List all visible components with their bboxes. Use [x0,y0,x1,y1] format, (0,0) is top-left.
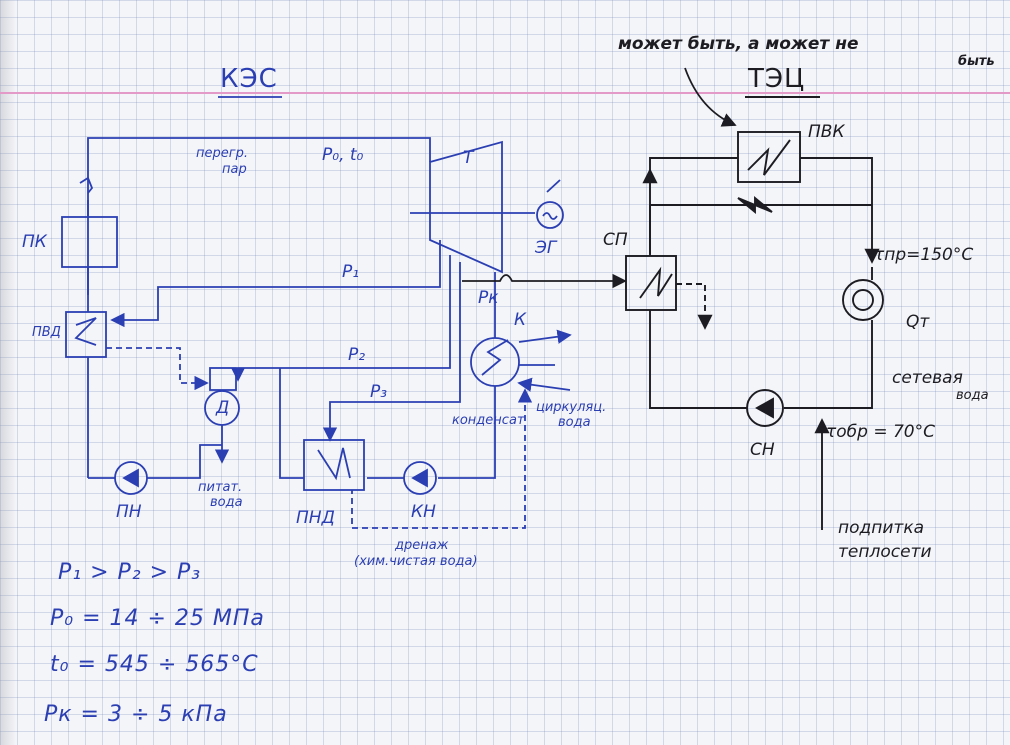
formula-t0: t₀ = 545 ÷ 565°С [50,652,259,677]
feed-water-label: питат. [198,480,243,495]
k-label: К [514,310,527,330]
kes-scheme [61,96,572,529]
supply-temp-label: τпр=150°С [874,245,974,265]
cooling-water-label: циркуляц. [536,400,607,415]
heat-consumer [842,279,884,321]
makeup-label-2: теплосети [838,542,932,562]
main-steam-line [87,137,431,295]
boiler-pk [61,216,118,268]
cooling-water-in [517,377,571,392]
superheated-steam-label-2: пар [222,162,247,177]
pvd-label: ПВД [32,325,61,340]
generator-sine [542,212,558,220]
condensate-label: конденсат [452,413,525,428]
deaerator-label: Д [216,398,230,418]
pn-label: ПН [116,502,142,522]
formula-p0: P₀ = 14 ÷ 25 МПа [50,606,265,631]
formula-pk: Pк = 3 ÷ 5 кПа [44,702,228,727]
makeup-label: подпитка [838,518,925,538]
turbine-label: Т [463,148,474,168]
note-line-1: может быть, а может не [618,34,859,54]
extraction-p2 [230,255,451,382]
p1-label: P₁ [342,262,360,282]
lp-heater-coil [317,447,351,481]
pnd-label: ПНД [296,508,335,528]
generator [536,201,564,229]
generator-tick [546,179,561,193]
sp-label: СП [603,230,628,250]
network-water-label: сетевая [892,368,963,388]
lp-drain [351,395,526,529]
kes-title: КЭС [220,64,278,94]
cooling-water-out [518,329,572,344]
cooling-water-label-2: вода [558,415,591,430]
hp-heater [65,311,107,358]
network-water-label-2: вода [956,388,989,403]
extraction-p3 [322,262,461,442]
page-binding-shadow [0,0,16,745]
feed-water-label-2: вода [210,495,243,510]
bypass-valve [737,195,773,215]
lp-heater [303,439,365,491]
peak-water-boiler [737,131,801,183]
sn-label: СН [750,440,775,460]
tec-title: ТЭЦ [748,64,806,94]
qt-label: Qт [906,312,930,332]
p2-label: P₂ [348,345,366,365]
peak-boiler-coil [747,139,791,176]
tec-scheme [625,96,884,530]
network-heater [625,255,677,311]
condenser [470,337,520,387]
drain-label: дренаж [395,538,449,553]
formula-pressures: P₁ > P₂ > P₃ [58,560,202,585]
note-line-2: быть [958,54,995,69]
generator-label: ЭГ [535,238,557,258]
p3-label: P₃ [370,382,388,402]
bypass-top-left [649,157,738,254]
extraction-p1 [110,240,441,328]
condenser-coil [481,339,509,376]
pk-pressure-label: Pк [478,288,499,308]
drain-label-2: (хим.чистая вода) [354,554,478,569]
p0t0-label: P₀, t₀ [322,145,364,165]
superheated-steam-label: перегр. [196,146,248,161]
steam-to-network-heater [462,273,627,289]
deaerator-tank [209,367,237,391]
hp-heater-coil [74,317,97,346]
turbine [429,140,503,274]
kn-label: КН [411,502,436,522]
margin-line [0,92,1010,94]
boiler-superheater-coil [79,176,94,194]
hp-drain [106,347,209,391]
condensate-line [438,386,496,479]
note-arrow [684,67,737,127]
pvk-label: ПВК [808,122,845,142]
return-temp-label: τобр = 70°С [826,422,935,442]
pk-label: ПК [22,232,47,252]
network-heater-drain [676,283,706,325]
